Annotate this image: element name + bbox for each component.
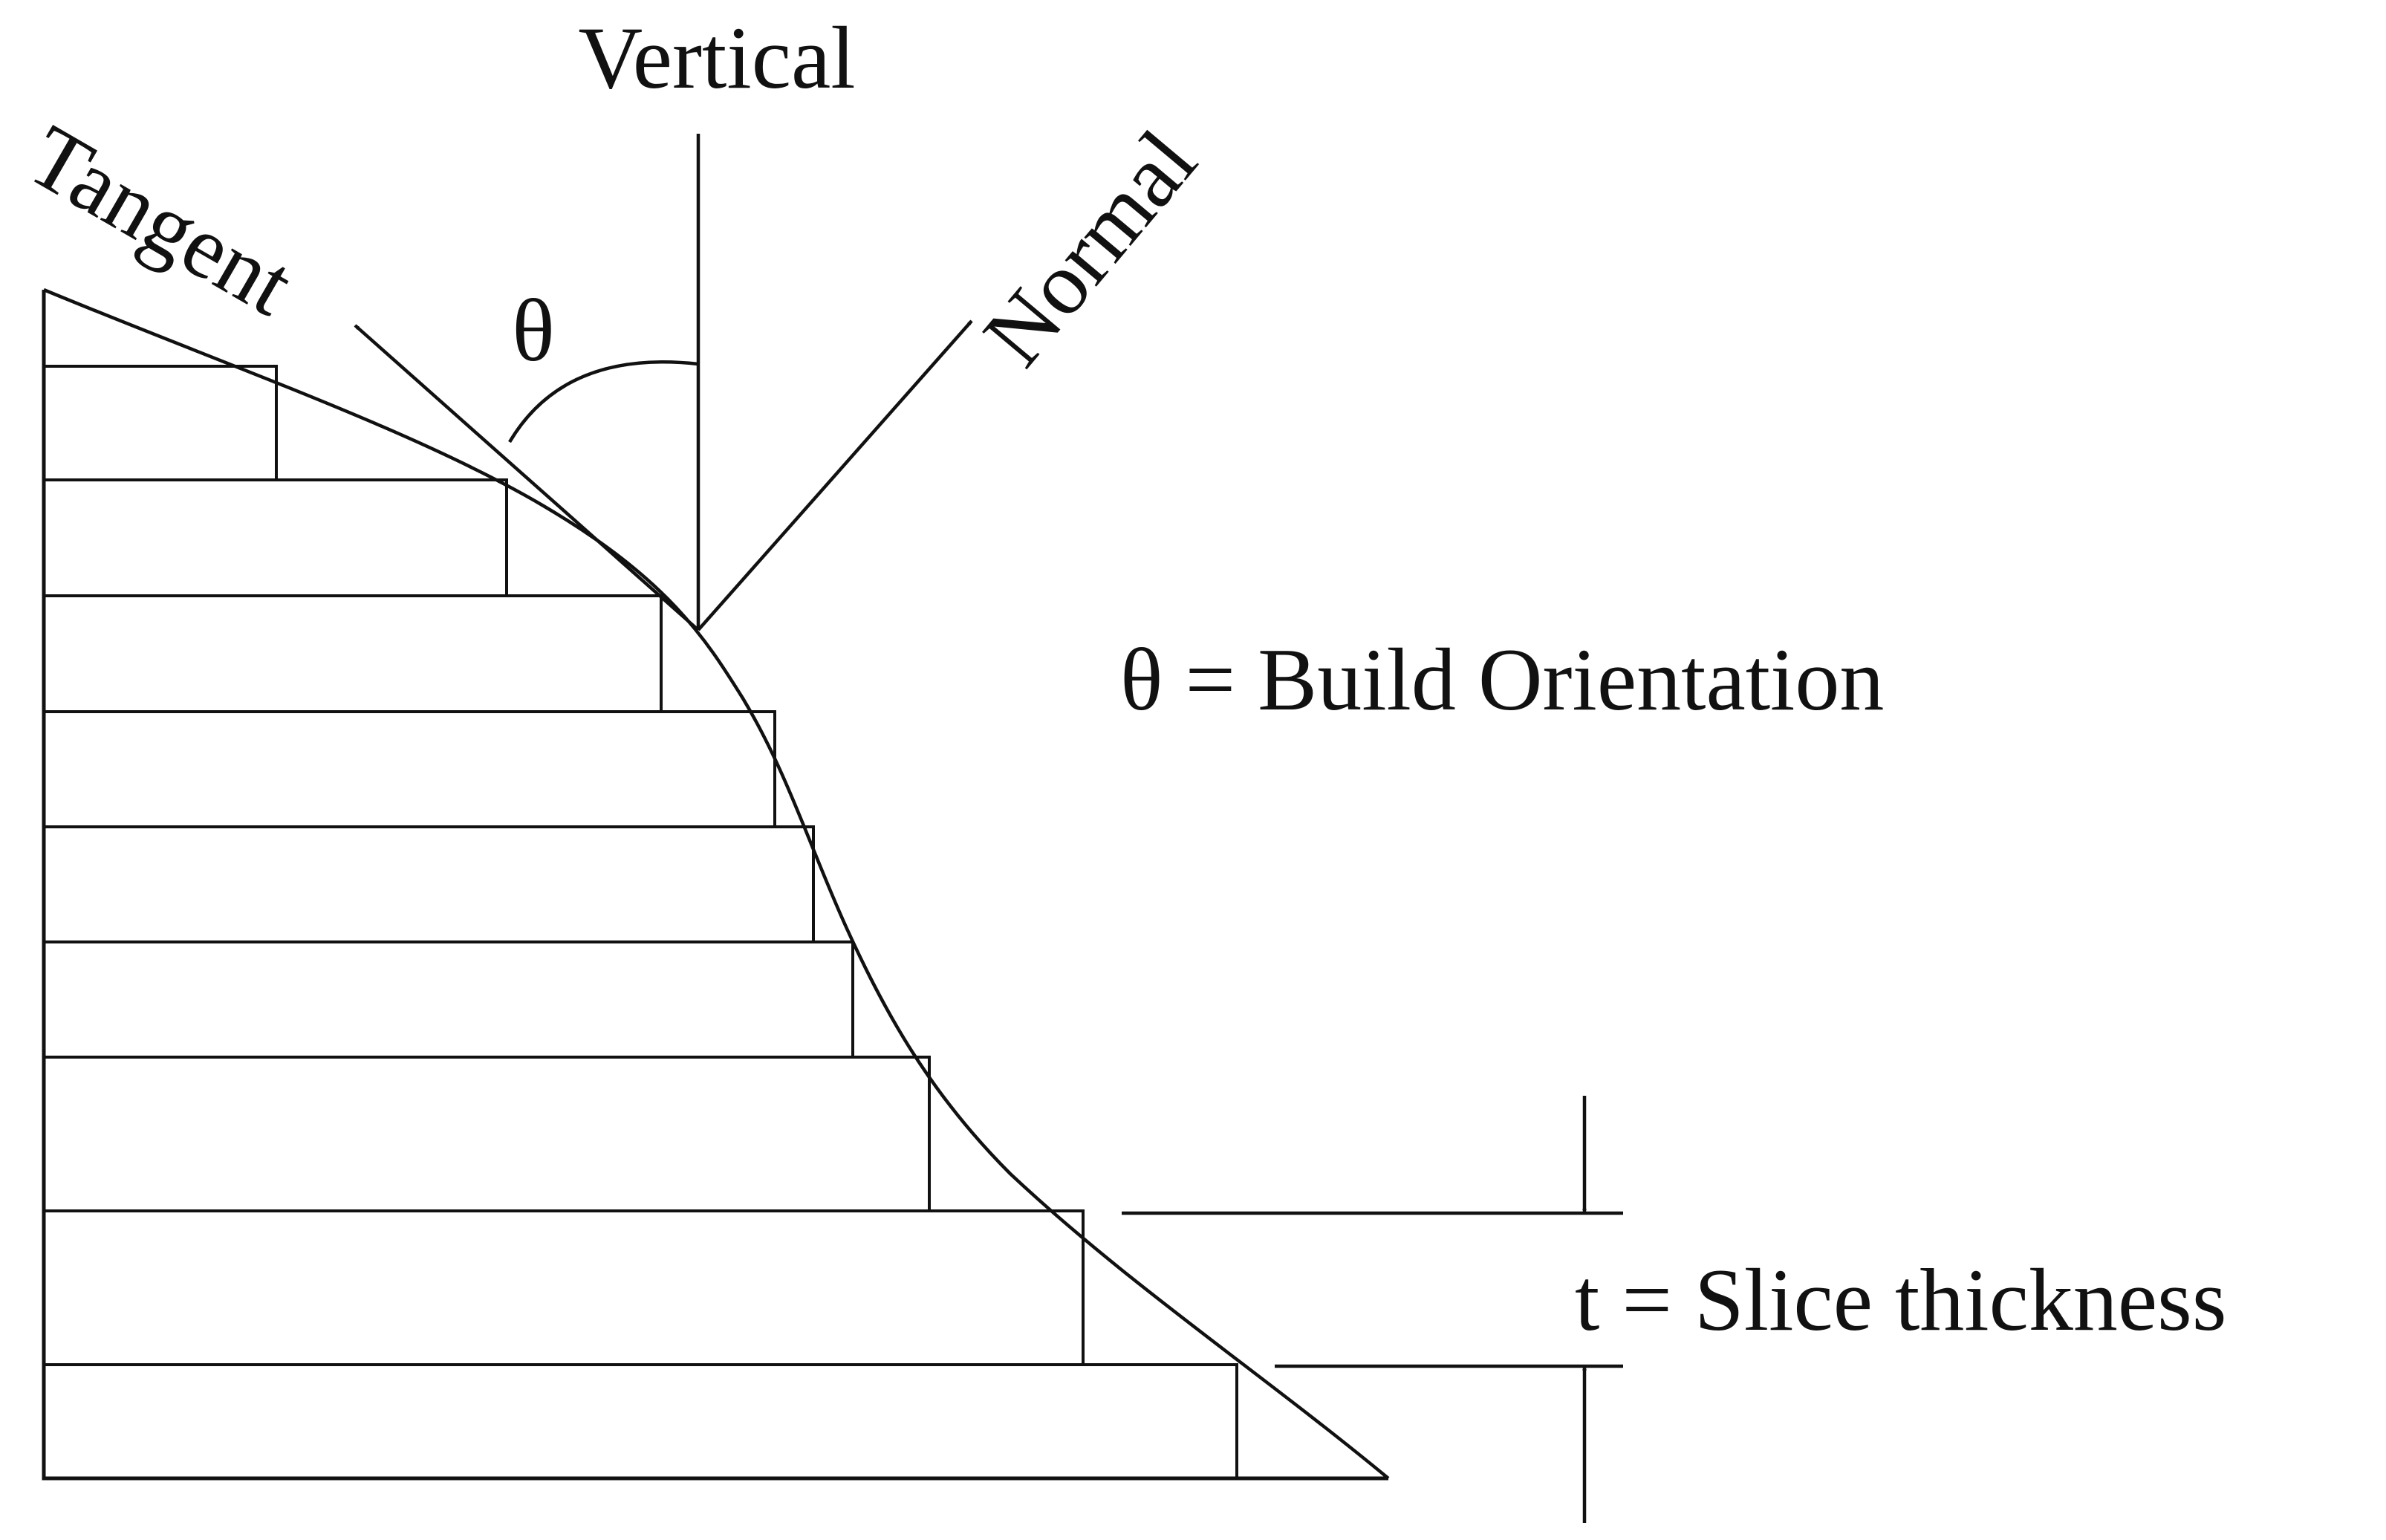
layer-6 (44, 940, 854, 1057)
layer-1 (44, 365, 278, 480)
normal-arrow (697, 319, 973, 631)
layer-8 (44, 1209, 1085, 1365)
tangent-label: Tangent (13, 105, 310, 334)
vertical-label: Vertical (578, 8, 855, 107)
normal-label: Normal (964, 111, 1215, 383)
build-orientation-label: θ = Build Orientation (1120, 630, 1884, 729)
layer-3 (44, 594, 663, 712)
part-outline (42, 290, 1388, 1481)
layer-2 (44, 478, 508, 596)
layer-9 (44, 1363, 1238, 1478)
slice-thickness-label: t = Slice thickness (1575, 1250, 2227, 1349)
layer-4 (44, 710, 776, 827)
layer-5 (44, 825, 815, 942)
layers-group (44, 365, 1238, 1478)
theta-angle-arc (508, 360, 699, 444)
tangent-arrow (354, 324, 700, 631)
theta-label: θ (512, 281, 554, 380)
layer-7 (44, 1056, 931, 1211)
part-surface-curve (43, 287, 1390, 1480)
